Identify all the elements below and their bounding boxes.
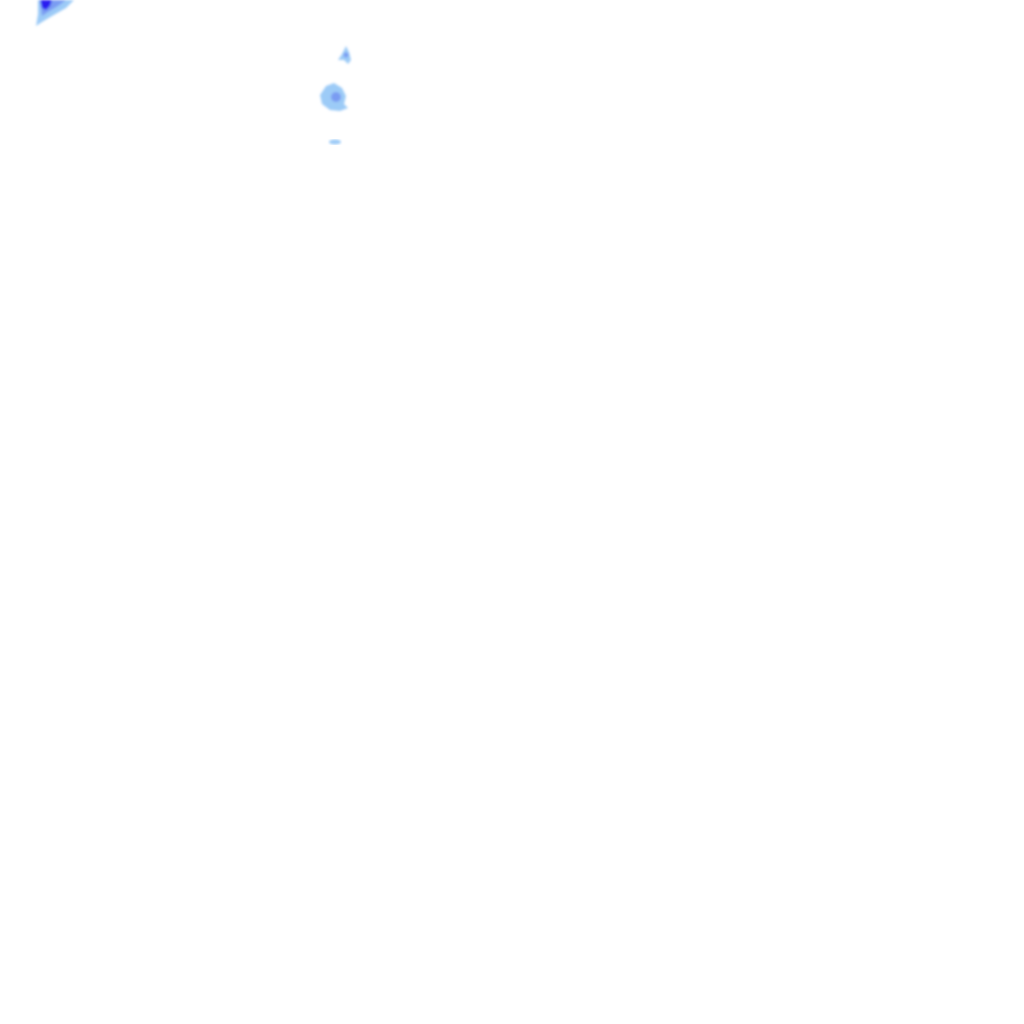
precip-cell-small-star — [338, 46, 351, 64]
precip-cell-streak — [329, 139, 341, 145]
precip-cell-round — [320, 83, 348, 111]
precip-cell-northwest — [36, 0, 74, 26]
